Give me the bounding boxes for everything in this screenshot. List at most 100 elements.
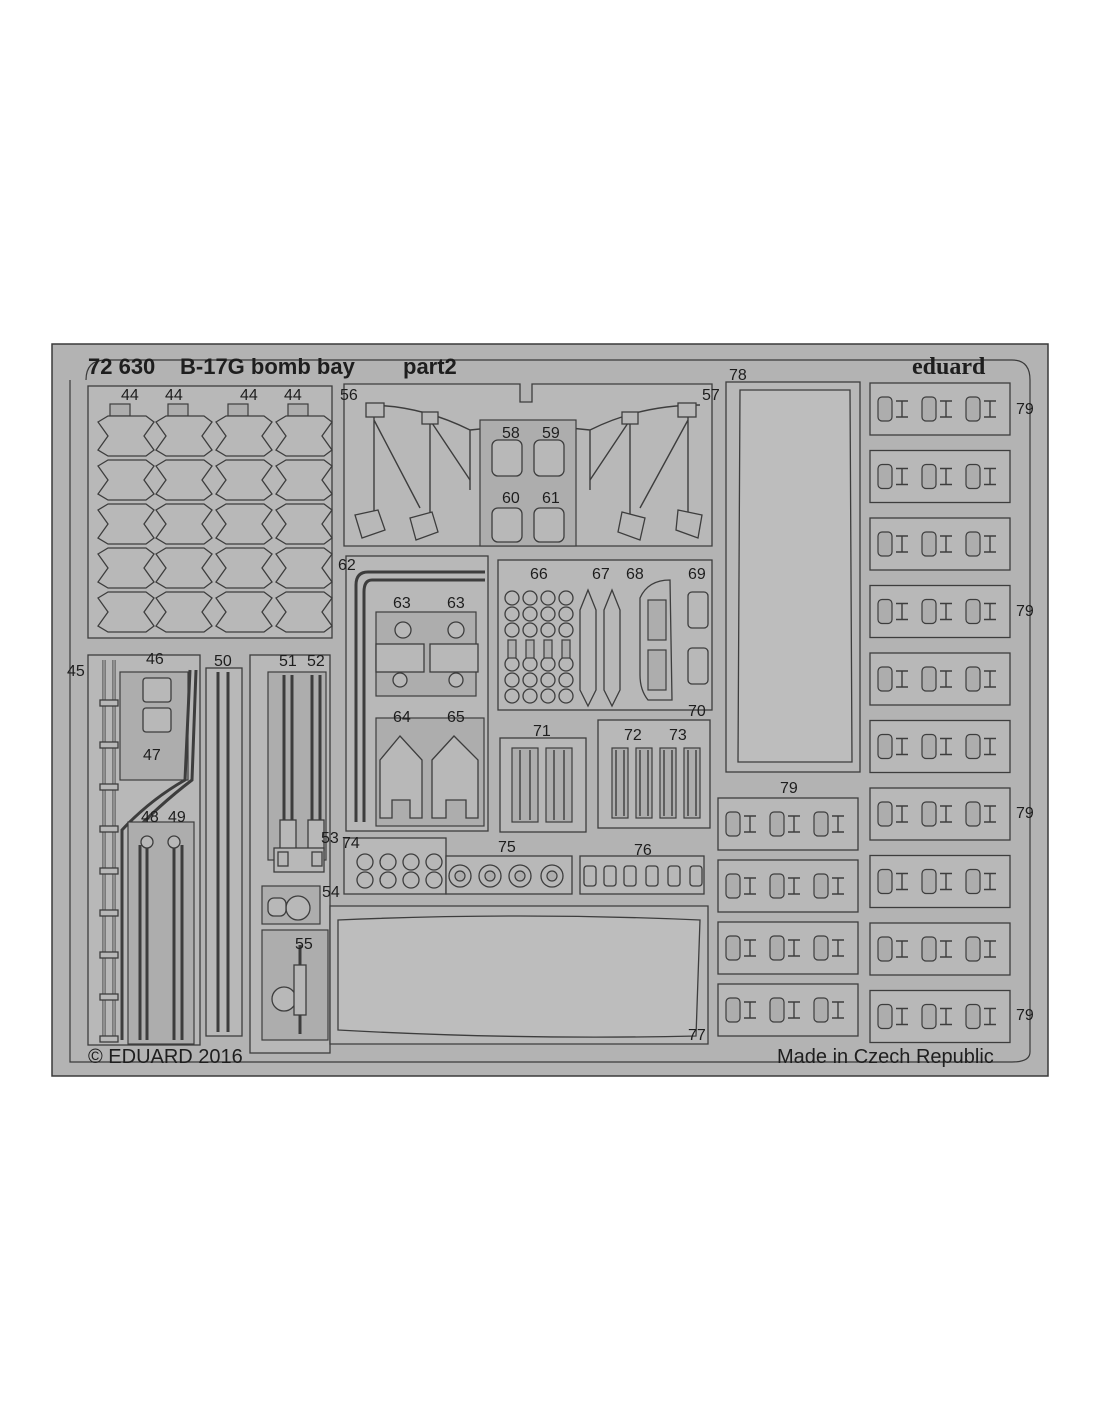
label-49: 49 [168,809,186,826]
link-66 [507,639,517,659]
disc-66 [522,688,538,704]
label-68: 68 [626,566,644,583]
label-55: 55 [295,936,313,953]
hook-74 [402,853,420,871]
strip-79 [717,797,859,851]
part-45-49-group: 45 46 47 48 49 [67,651,201,1046]
clip-79 [921,463,937,490]
label-70: 70 [688,703,706,720]
clip-79-hook [788,815,800,833]
clip-79-hook [896,602,908,621]
label-77: 77 [688,1027,706,1044]
clip-79-hook [940,400,952,418]
label-79a: 79 [1016,401,1034,418]
disc-66 [540,590,556,606]
origin-text: Made in Czech Republic [777,1046,994,1068]
part-51-55-group: 51 52 53 54 55 [249,653,340,1054]
label-48: 48 [141,809,159,826]
strip-79 [869,719,1011,774]
rack-72 [659,747,677,819]
rung [99,699,119,707]
clip-44 [215,547,273,589]
bit-76 [623,865,637,887]
link-66 [543,639,553,659]
clip-44 [155,547,213,589]
clip-79-hook [832,877,844,895]
part-56-61-group: 56 57 58 59 60 61 [340,383,720,547]
disc-66 [522,590,538,606]
disc-66 [504,688,520,704]
disc-66 [540,688,556,704]
ring-75-center [546,870,558,882]
part-50-group: 50 [205,653,243,1037]
clip-79 [877,598,893,625]
strip-79 [717,921,859,975]
ring-75-center [484,870,496,882]
clip-79-hook [984,872,996,891]
hook-74 [425,871,443,889]
clip-79-hook [896,670,908,688]
clip-79-hook [896,805,908,823]
clip-79-hook [940,1007,952,1026]
clip-79 [921,801,937,827]
disc-66 [558,622,574,638]
rack-rail [639,750,649,816]
rung [99,825,119,833]
clip-79-hook [896,400,908,418]
brand-logo: eduard [912,354,986,380]
clip-79 [965,936,981,962]
clip-79 [725,811,741,837]
clip-79 [877,868,893,895]
hook-74 [379,853,397,871]
clip-tab [109,403,131,417]
ring-75-center [454,870,466,882]
rung [99,1035,119,1043]
clip-79-hook [832,815,844,833]
clip-79-hook [940,602,952,621]
strip-79 [869,382,1011,436]
label-75: 75 [498,839,516,856]
clip-79-hook [788,877,800,895]
part-74-76-group: 74 75 76 [342,835,705,895]
label-79d: 79 [1016,1007,1034,1024]
hook-74 [425,853,443,871]
clip-79-hook [896,1007,908,1026]
clip-79-hook [984,535,996,553]
rung [99,909,119,917]
clip-79 [921,733,937,760]
part-77-group: 77 [329,905,709,1045]
ring-75-center [514,870,526,882]
clip-79 [921,1003,937,1030]
clip-79-hook [896,872,908,891]
clip-44 [275,547,333,589]
label-78: 78 [729,367,747,384]
label-58: 58 [502,425,520,442]
clip-79 [769,811,785,837]
rung [99,783,119,791]
bit-76 [603,865,617,887]
rack-72 [611,747,629,819]
label-57: 57 [702,387,720,404]
clip-79 [877,733,893,760]
clip-tab [287,403,309,417]
clip-79 [813,997,829,1023]
clip-79-hook [940,535,952,553]
part-71-group: 71 [499,723,587,833]
label-59: 59 [542,425,560,442]
clip-79 [877,666,893,692]
disc-66 [558,656,574,672]
clip-44 [97,547,155,589]
clip-79 [769,997,785,1023]
clip-79 [965,531,981,557]
rack-rail [615,750,625,816]
clip-79-hook [940,872,952,891]
clip-79 [877,801,893,827]
strip-79 [717,983,859,1037]
label-63a: 63 [393,595,411,612]
bit-76 [689,865,703,887]
clip-79 [965,1003,981,1030]
clip-44 [155,503,213,545]
disc-66 [522,656,538,672]
bit-76 [667,865,681,887]
